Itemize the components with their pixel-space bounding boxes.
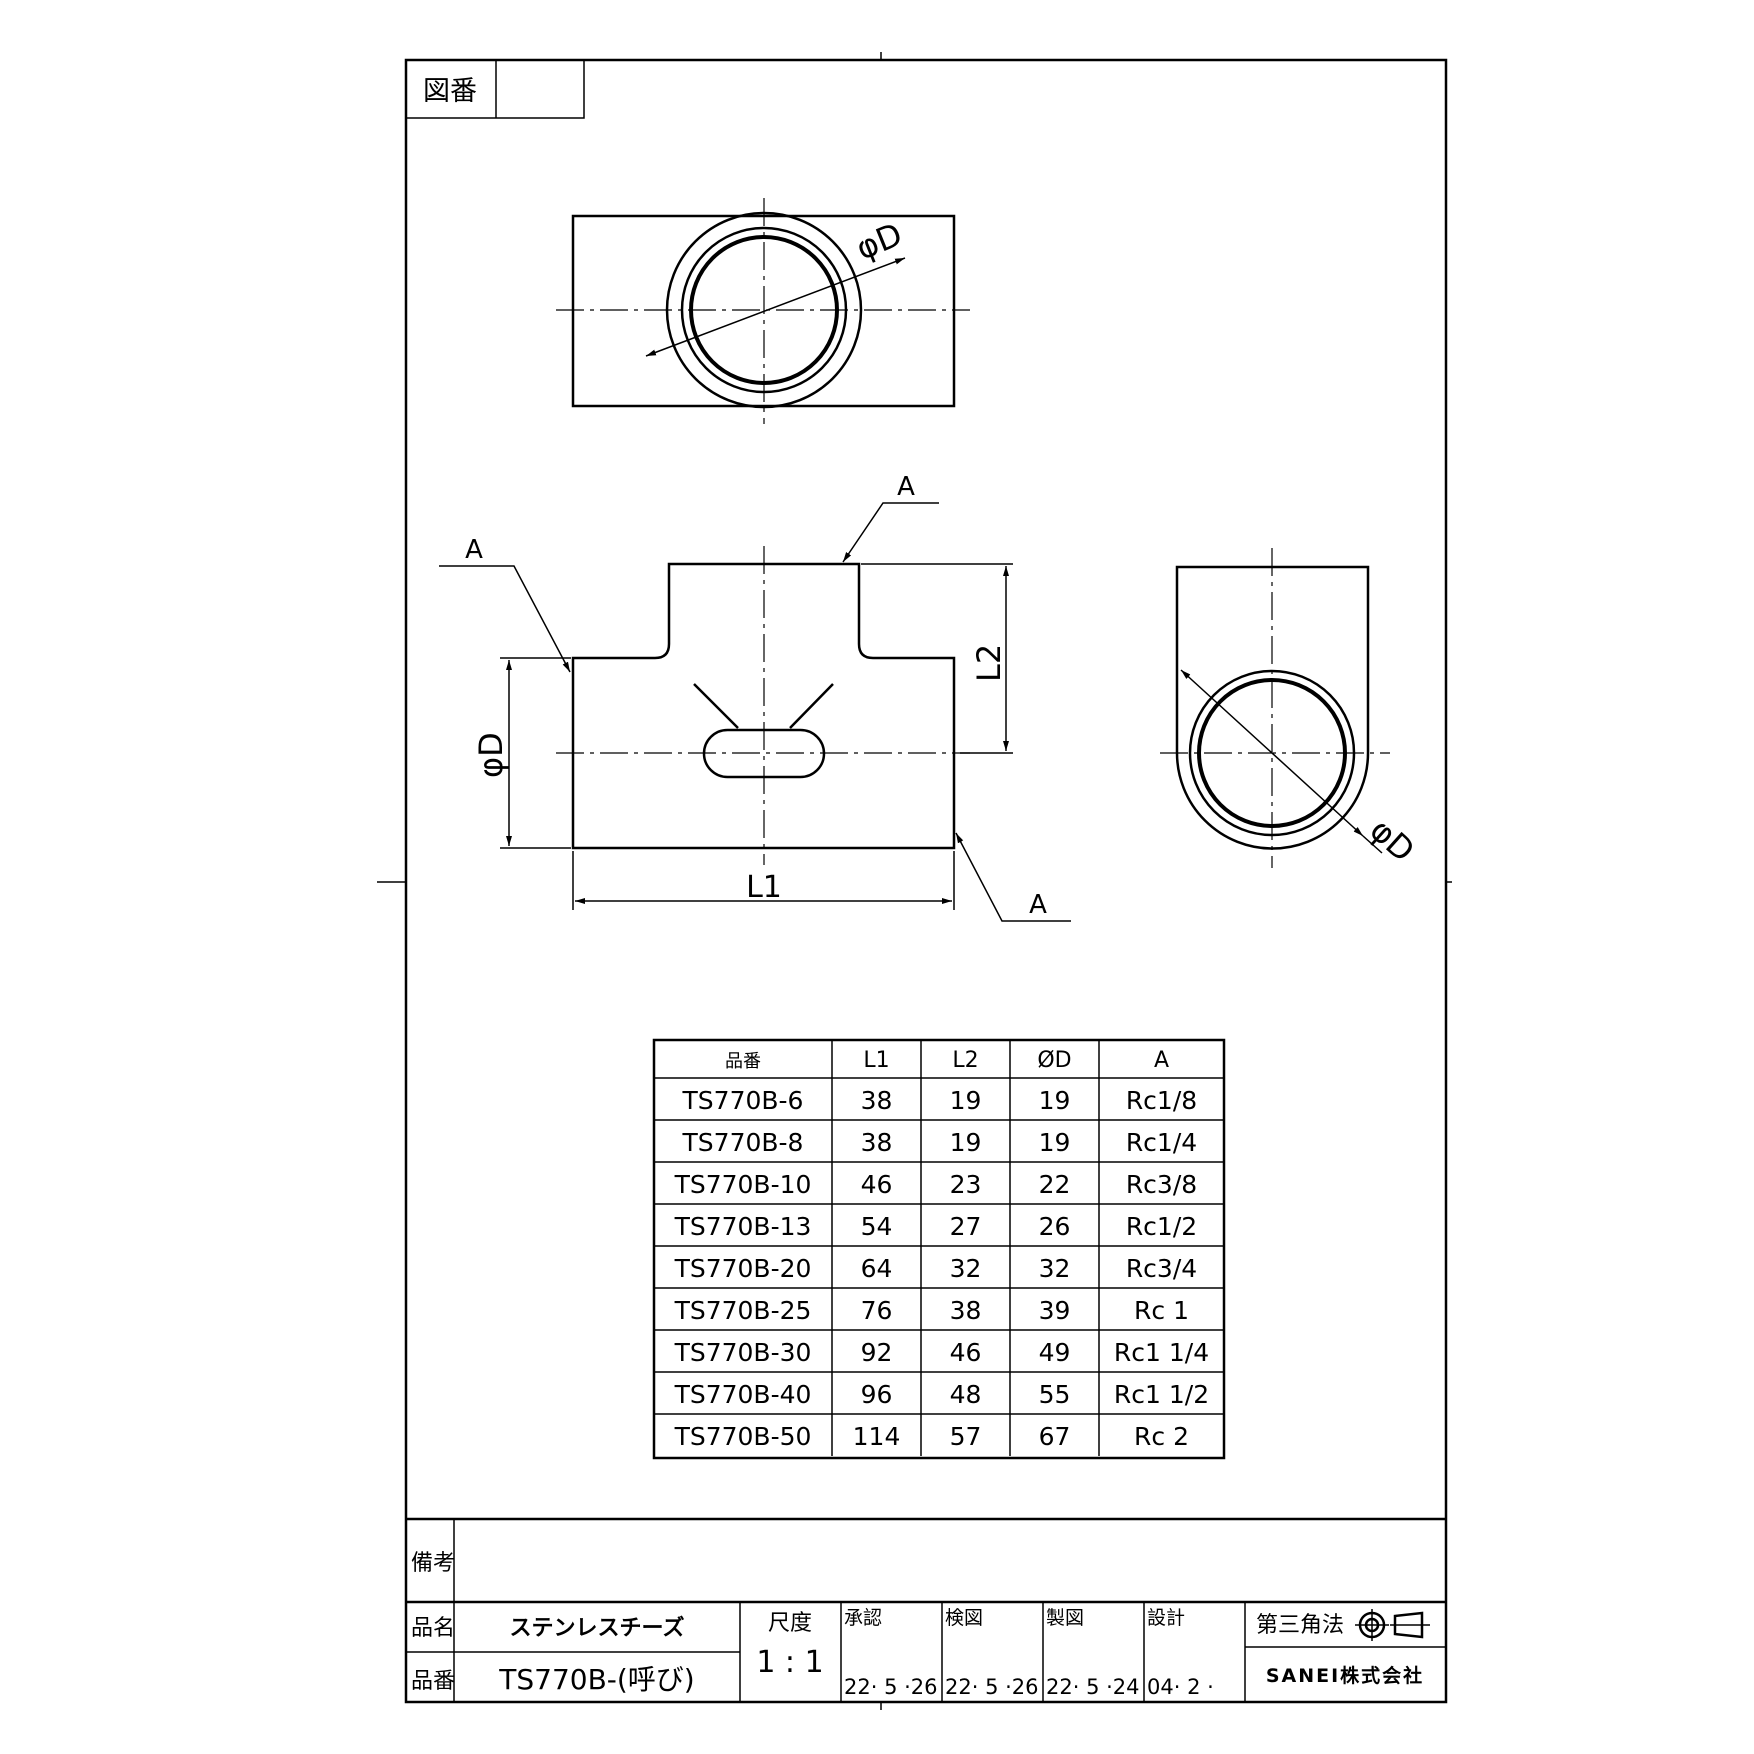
table-header-cell: ØD	[1037, 1048, 1071, 1073]
table-cell: 19	[1039, 1086, 1071, 1115]
check-date: 22· 5 ·26	[945, 1675, 1039, 1699]
scale-label: 尺度	[768, 1611, 812, 1636]
a-label-top: A	[897, 472, 915, 502]
table-cell: Rc3/4	[1126, 1254, 1197, 1283]
front-view-outline	[571, 562, 956, 850]
side-view-diameter-line	[1180, 669, 1364, 837]
table-cell: 27	[950, 1212, 982, 1241]
number-value: TS770B-(呼び)	[498, 1663, 694, 1696]
table-header-cell: 品番	[725, 1051, 761, 1072]
approval-date: 22· 5 ·26	[844, 1675, 938, 1699]
table-cell: 38	[861, 1086, 893, 1115]
table-cell: 114	[853, 1422, 901, 1451]
table-header-cell: L1	[863, 1048, 889, 1073]
drafting-label: 製図	[1046, 1607, 1084, 1629]
design-label: 設計	[1147, 1607, 1185, 1629]
table-cell: 32	[1039, 1254, 1071, 1283]
table-cell: 38	[950, 1296, 982, 1325]
projection-label: 第三角法	[1256, 1613, 1344, 1638]
table-cell: 96	[861, 1380, 893, 1409]
table-cell: Rc1/2	[1126, 1212, 1197, 1241]
table-cell: TS770B-25	[674, 1296, 812, 1325]
name-value: ステンレスチーズ	[510, 1615, 685, 1641]
table-cell: TS770B-20	[674, 1254, 812, 1283]
table-cell: 19	[950, 1128, 982, 1157]
table-cell: TS770B-8	[682, 1128, 804, 1157]
a-leader-top	[842, 502, 939, 563]
table-cell: 46	[861, 1170, 893, 1199]
table-cell: 64	[861, 1254, 893, 1283]
side-view-phi-d-label: φD	[1363, 811, 1422, 870]
table-cell: Rc1 1/4	[1114, 1338, 1209, 1367]
table-cell: TS770B-6	[682, 1086, 804, 1115]
table-cell: 48	[950, 1380, 982, 1409]
sheet-frame	[404, 58, 1448, 1704]
table-cell: 19	[950, 1086, 982, 1115]
number-label: 品番	[411, 1669, 455, 1694]
check-label: 検図	[945, 1607, 983, 1629]
table-cell: 38	[861, 1128, 893, 1157]
table-cell: 19	[1039, 1128, 1071, 1157]
table-cell: 32	[950, 1254, 982, 1283]
front-view-mark-left	[693, 683, 739, 729]
side-view: φD	[1160, 548, 1422, 870]
title-block: 備考 品名 ステンレスチーズ 品番 TS770B-(呼び) 尺度 1 : 1 承…	[406, 1517, 1446, 1702]
remarks-label: 備考	[411, 1551, 455, 1576]
a-leader-left	[439, 565, 571, 673]
approval-label: 承認	[844, 1607, 882, 1629]
table-cell: 49	[1039, 1338, 1071, 1367]
zuban-label: 図番	[423, 76, 477, 107]
table-cell: 26	[1039, 1212, 1071, 1241]
table-cell: 46	[950, 1338, 982, 1367]
table-header-cell: L2	[952, 1048, 978, 1073]
table-cell: TS770B-13	[674, 1212, 812, 1241]
a-leader-bottom	[955, 832, 1071, 922]
table-cell: 22	[1039, 1170, 1071, 1199]
company-name: SANEI株式会社	[1266, 1664, 1424, 1687]
table-cell: 54	[861, 1212, 893, 1241]
front-view-mark-right	[789, 683, 834, 729]
design-date: 04· 2 ·	[1147, 1675, 1214, 1699]
scale-value: 1 : 1	[756, 1645, 823, 1680]
table-header-cell: A	[1154, 1048, 1169, 1073]
table-cell: TS770B-10	[674, 1170, 812, 1199]
table-cell: 57	[950, 1422, 982, 1451]
table-cell: 23	[950, 1170, 982, 1199]
table-cell: Rc 1	[1134, 1296, 1189, 1325]
front-phi-d-label: φD	[472, 732, 510, 778]
front-view-slot	[702, 728, 826, 779]
table-cell: 39	[1039, 1296, 1071, 1325]
table-cell: 55	[1039, 1380, 1071, 1409]
table-cell: TS770B-30	[674, 1338, 812, 1367]
top-view-diameter-line	[645, 257, 906, 357]
table-cell: 92	[861, 1338, 893, 1367]
table-cell: Rc1/8	[1126, 1086, 1197, 1115]
l2-label: L2	[970, 644, 1008, 682]
table-cell: Rc3/8	[1126, 1170, 1197, 1199]
drafting-date: 22· 5 ·24	[1046, 1675, 1140, 1699]
front-view: L2 φD L1 A A A	[439, 472, 1071, 922]
table-cell: Rc1/4	[1126, 1128, 1197, 1157]
name-label: 品名	[411, 1616, 455, 1641]
table-cell: TS770B-50	[674, 1422, 812, 1451]
table-cell: Rc1 1/2	[1114, 1380, 1209, 1409]
a-label-left: A	[465, 535, 483, 565]
table-cell: 67	[1039, 1422, 1071, 1451]
zuban-box	[405, 59, 585, 119]
top-view: φD	[556, 198, 970, 424]
a-label-bottom: A	[1029, 890, 1047, 920]
table-cell: 76	[861, 1296, 893, 1325]
third-angle-projection-icon	[1355, 1609, 1430, 1641]
l1-label: L1	[746, 870, 782, 905]
table-cell: Rc 2	[1134, 1422, 1189, 1451]
table-cell: TS770B-40	[674, 1380, 812, 1409]
